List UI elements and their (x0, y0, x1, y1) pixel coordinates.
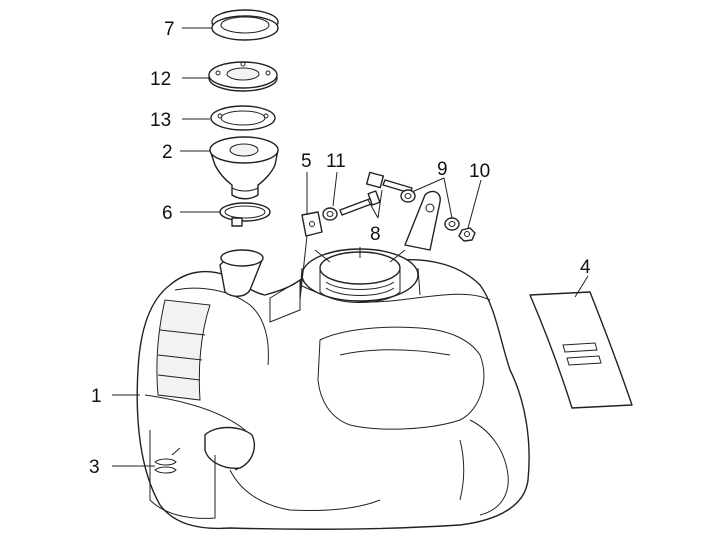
filler-cap-ring (211, 9, 279, 41)
callout-13: 13 (150, 110, 171, 131)
callout-6: 6 (162, 203, 173, 224)
washer-9-upper (400, 189, 416, 203)
callout-9: 9 (437, 159, 448, 180)
washer-11 (322, 207, 338, 221)
callout-4: 4 (580, 257, 591, 278)
callout-1: 1 (91, 386, 102, 407)
hose-clamp (219, 202, 271, 227)
bracket-clip (301, 211, 323, 237)
callout-2: 2 (162, 142, 173, 163)
filler-flange (208, 61, 278, 92)
callout-8: 8 (370, 224, 381, 245)
callout-10: 10 (469, 161, 490, 182)
callout-11: 11 (326, 151, 346, 172)
fuel-tank (136, 258, 530, 530)
leader-lines (112, 27, 589, 467)
tank-bracket (404, 190, 441, 251)
filler-neck-tube (219, 249, 264, 297)
pump-mount-ring (299, 247, 421, 303)
callout-labels: 7 12 13 2 6 5 11 8 9 10 4 1 3 (89, 19, 591, 478)
filler-neck (209, 136, 279, 200)
hose-clip (154, 447, 181, 474)
filler-gasket (210, 105, 276, 131)
callout-12: 12 (150, 69, 171, 90)
callout-7: 7 (164, 19, 175, 40)
callout-5: 5 (301, 151, 312, 172)
rubber-pad (529, 291, 633, 409)
screw-8-lower (339, 190, 381, 216)
nut-10 (458, 227, 476, 242)
washer-9-lower (444, 217, 460, 231)
callout-3: 3 (89, 457, 100, 478)
